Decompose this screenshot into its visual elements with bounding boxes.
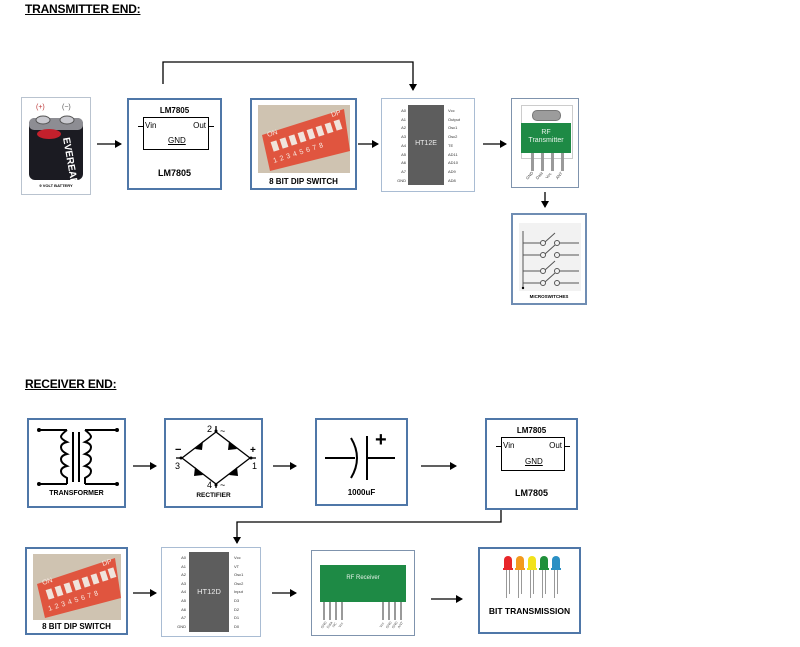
decoder-chip: HT12D [189,552,229,632]
svg-text:3: 3 [175,461,180,471]
battery-plus-label: (+) [36,104,45,111]
receiver-regulator-top-label: LM7805 [516,426,547,435]
transmitter-heading: TRANSMITTER END: [25,2,141,16]
receiver-regulator-block: LM7805 Vin Out GND LM7805 [485,418,578,510]
rf-transmitter-block: RF Transmitter GND Data Vcc ANT [511,98,579,188]
dip-switch-caption: 8 BIT DIP SWITCH [269,177,338,186]
rf-transmitter-module: RF Transmitter [521,123,571,153]
svg-text:1: 1 [252,461,257,471]
rectifier-bridge-icon: 2 ~ 4 ~ 3 − 1 + [175,424,257,490]
svg-text:ON: ON [41,577,53,587]
led-3 [527,556,537,598]
capacitor-icon: + [325,429,395,480]
microswitches-caption: MICROSWITCHES [529,294,569,299]
rf-receiver-pins [323,602,402,620]
svg-text:~: ~ [220,426,225,436]
regulator-vin: Vin [145,121,157,130]
rectifier-block: 2 ~ 4 ~ 3 − 1 + RECTIFIER [164,418,263,508]
led-1 [503,556,513,598]
leds-icon [503,556,561,598]
led-5 [551,556,561,598]
dip-switch-icon: ON DP 12345678 [258,105,350,173]
svg-text:+: + [250,445,256,456]
capacitor-caption: 1000uF [347,488,376,497]
regulator-caption: LM7805 [157,168,192,178]
svg-text:4: 4 [207,480,212,490]
microswitches-block: MICROSWITCHES [511,213,587,305]
receiver-regulator-out: Out [549,441,562,450]
rectifier-caption: RECTIFIER [196,492,231,499]
battery-caption: 9 VOLT BATTERY [39,183,73,188]
battery-minus-label: (−) [62,104,71,111]
svg-text:2: 2 [207,424,212,434]
receiver-dip-switch-icon: ON DP 12345678 [33,554,121,620]
receiver-dip-switch-block: ON DP 12345678 8 BIT DIP SWITCH [25,547,128,635]
led-2 [515,556,525,598]
transformer-icon [37,428,119,486]
dip-switch-block: ON DP 12345678 8 BIT DIP SWITCH [250,98,357,190]
rf-receiver-module: RF Receiver [320,565,406,602]
bit-transmission-caption: BIT TRANSMISSION [488,606,571,616]
svg-text:~: ~ [220,480,225,490]
microswitches-icon [519,223,581,291]
decoder-chip-label: HT12D [197,587,221,596]
bit-transmission-block: BIT TRANSMISSION [478,547,581,634]
regulator-symbol: Vin Out GND [138,117,214,150]
rf-transmitter-pins [531,153,564,171]
rf-transmitter-hole [532,110,561,121]
receiver-dip-switch-caption: 8 BIT DIP SWITCH [42,622,111,631]
receiver-regulator-gnd: GND [525,457,543,466]
encoder-chip: HT12E [408,105,444,185]
svg-text:ON: ON [266,129,278,139]
receiver-regulator-symbol: Vin Out GND [496,437,570,471]
transformer-caption: TRANSFORMER [49,490,104,497]
svg-text:+: + [375,429,387,451]
transformer-block: TRANSFORMER [27,418,126,508]
receiver-regulator-vin: Vin [503,441,515,450]
battery-block: (+) (−) EVEREADY 9 VOLT BATTERY [21,97,91,195]
regulator-top-label: LM7805 [159,106,190,115]
encoder-chip-label: HT12E [415,140,437,147]
vcc-feedback-arrow [162,61,417,91]
regulator-block: LM7805 Vin Out GND LM7805 [127,98,222,190]
arrow-regulator-decoder [233,510,502,544]
regulator-out: Out [193,121,206,130]
receiver-regulator-caption: LM7805 [514,488,549,498]
svg-text:DP: DP [101,558,113,568]
rf-receiver-block: RF Receiver GND Data NC Vcc Vcc GND GND … [311,550,415,636]
receiver-heading: RECEIVER END: [25,377,117,391]
led-4 [539,556,549,598]
svg-text:−: − [175,444,181,456]
svg-text:DP: DP [330,109,342,119]
battery-icon: EVEREADY [29,115,83,193]
regulator-gnd: GND [168,136,186,145]
capacitor-block: + 1000uF [315,418,408,506]
